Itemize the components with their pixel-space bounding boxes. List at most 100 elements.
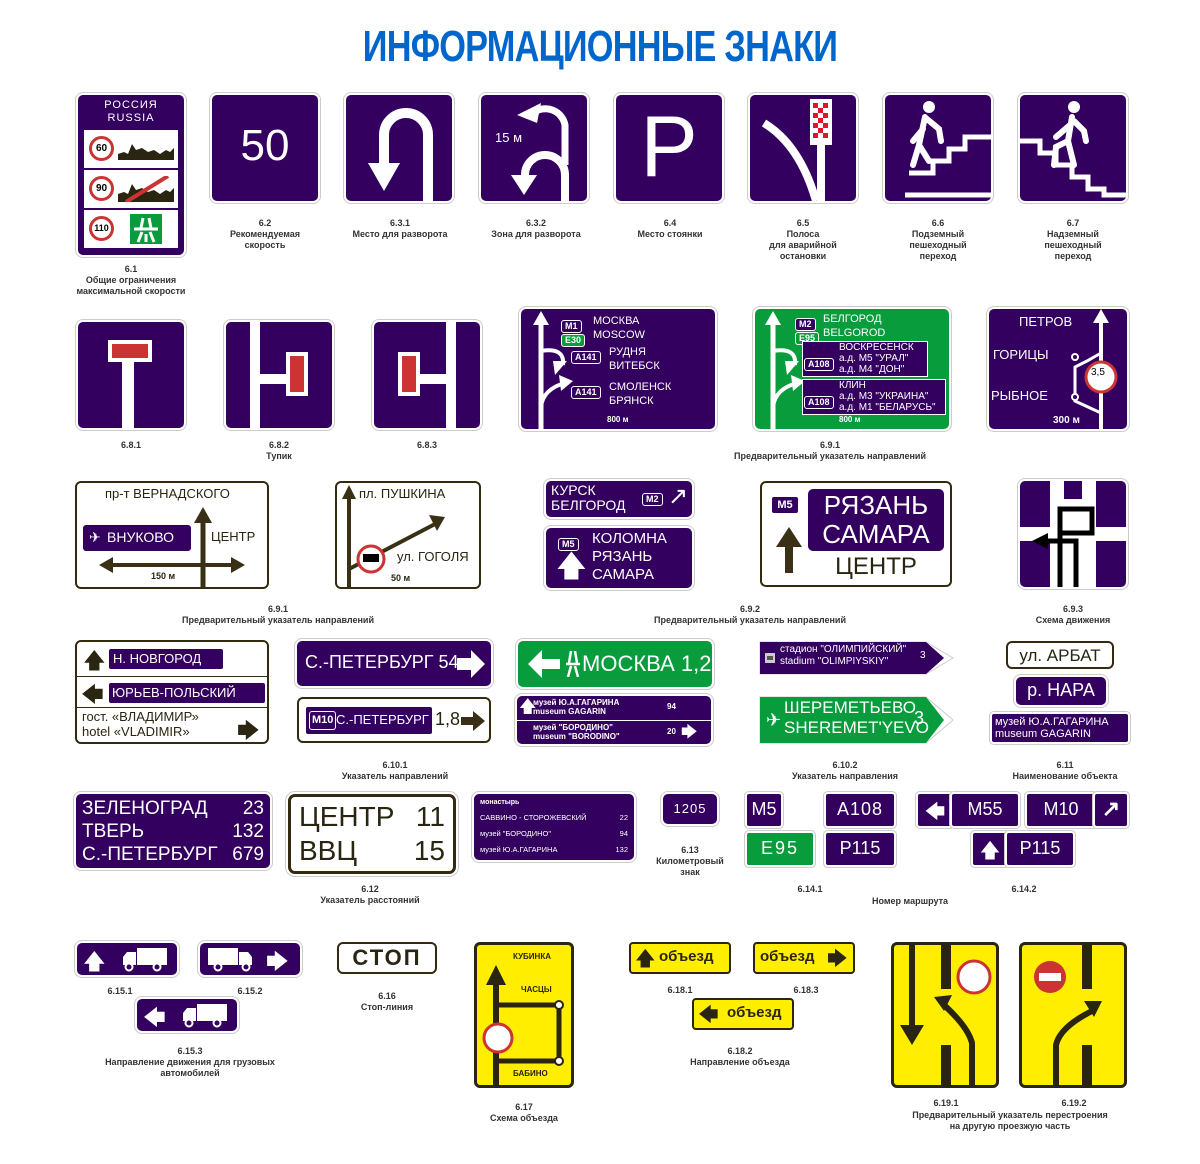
sign-code: 6.10.1 xyxy=(382,760,408,770)
destination-text: МОСКВА xyxy=(593,315,640,327)
detour-scheme-icon xyxy=(482,965,564,1085)
sign-6-3-1 xyxy=(346,95,452,201)
city-silhouette-icon xyxy=(118,144,174,160)
sign-6-19-1 xyxy=(891,942,999,1088)
sign-caption: Тупик xyxy=(266,451,292,461)
route-number: A108 xyxy=(836,799,884,819)
route-plate: M10 xyxy=(309,711,337,730)
sign-caption: Предварительный указатель направлений xyxy=(733,451,926,461)
sign-caption: Схема объезда xyxy=(490,1113,558,1123)
object-name: музей Ю.А.ГАГАРИНА xyxy=(995,716,1109,728)
sign-6-1: РОССИЯ RUSSIA 60 90 110 xyxy=(78,95,184,255)
sign-6-10-2-d: ✈ xyxy=(759,696,954,744)
destination-text: САМАРА xyxy=(822,519,930,549)
arrow-left-icon xyxy=(528,650,560,678)
arrow-right-icon: 🡆 xyxy=(681,724,698,741)
distance-text: 150 м xyxy=(151,571,176,581)
caption-6-19-1: 6.19.1 xyxy=(933,1098,959,1108)
destination-text: КЛИН xyxy=(839,380,866,391)
sign-caption: Схема движения xyxy=(1035,615,1111,625)
caption-6-14-2: 6.14.2 xyxy=(1011,884,1037,894)
distance-text: 50 м xyxy=(391,573,411,583)
arrow-right-icon: 🡆 xyxy=(827,948,848,970)
sign-code: 6.10.2 xyxy=(832,760,858,770)
route-plate-m10: M10 xyxy=(1027,794,1095,826)
destination-text: ВНУКОВО xyxy=(107,529,174,545)
sign-caption: Зона для разворота xyxy=(491,229,581,239)
arrow-up-icon: 🡅 xyxy=(556,550,587,583)
place-text: КУБИНКА xyxy=(513,952,551,961)
distance-text: 22 xyxy=(619,813,628,822)
object-name: р. НАРА xyxy=(1027,680,1095,700)
sign-caption: Общие ограничения максимальной скорости xyxy=(76,275,186,296)
speed-limit-icon: 60 xyxy=(89,136,114,161)
caption-6-15-2: 6.15.2 xyxy=(237,986,263,996)
sign-caption: Надземный пешеходный переход xyxy=(1044,229,1102,261)
sign-6-6 xyxy=(885,95,991,201)
route-plate: M2 xyxy=(795,318,816,331)
caption-6-14-1: 6.14.1 xyxy=(797,884,823,894)
destination-text: САВВИНО - СТОРОЖЕВСКИЙ xyxy=(480,813,587,822)
caption-6-18-1: 6.18.1 xyxy=(667,985,693,995)
destination-text: САМАРА xyxy=(592,566,655,583)
distance-text: 23 xyxy=(242,798,264,819)
destination-text: С.-ПЕТЕРБУРГ 54 xyxy=(305,652,459,672)
distance-text: 3 xyxy=(914,708,925,728)
dead-end-left-icon xyxy=(398,322,456,428)
arrow-up-icon xyxy=(776,527,802,573)
sign-6-13: 1205 xyxy=(663,794,717,824)
sign-code: 6.3.1 xyxy=(389,218,411,228)
destination-text: Н. НОВГОРОД xyxy=(113,651,202,666)
sign-6-15-3: 🡄 xyxy=(137,999,237,1031)
svg-text:✈: ✈ xyxy=(766,710,781,730)
truck-icon xyxy=(123,948,167,972)
distance-text: 94 xyxy=(619,829,628,838)
destination-text: МОСКВА 1,2 xyxy=(582,651,712,676)
destination-text: ЦЕНТР xyxy=(299,801,395,832)
destination-text: ЦЕНТР xyxy=(835,553,917,580)
sign-code: 6.17 xyxy=(515,1102,533,1112)
destination-text: BELGOROD xyxy=(823,327,886,339)
sign-caption: Указатель расстояний xyxy=(320,895,420,905)
arrow-left-icon: 🡄 xyxy=(143,1005,166,1030)
truck-icon xyxy=(183,1004,227,1028)
destination-text: ШЕРЕМЕТЬЕВО xyxy=(784,698,916,717)
route-plate: M5 xyxy=(772,497,798,513)
detour-text: объезд xyxy=(727,1004,782,1021)
hotel-text-en: hotel «VLADIMIR» xyxy=(82,724,190,739)
arrow-up-right-icon: ↗ xyxy=(668,483,689,510)
museum-text-en: museum GAGARIN xyxy=(533,707,606,716)
destination-text: а.д. М3 "УКРАИНА" xyxy=(839,391,929,402)
route-plate: A108 xyxy=(804,358,834,371)
destination-text: РУДНЯ xyxy=(609,346,646,358)
museum-text-en: museum "BORODINO" xyxy=(533,732,620,741)
sign-caption: Полоса для аварийной остановки xyxy=(769,229,837,261)
distance-text: 679 xyxy=(232,844,264,865)
sign-code: 6.1 xyxy=(124,264,138,274)
destination-text: а.д. М5 "УРАЛ" xyxy=(839,353,909,364)
place-text: БАБИНО xyxy=(513,1069,548,1078)
route-plate: M1 xyxy=(561,320,582,333)
underground-crossing-icon xyxy=(905,101,991,198)
direction-arrows-icon xyxy=(99,507,245,587)
distance-text: 800 м xyxy=(607,415,629,424)
sign-code: 6.16 xyxy=(378,991,396,1001)
arrow-left-icon: 🡄 xyxy=(924,801,946,823)
arrow-right-icon: 🡆 xyxy=(237,718,260,743)
route-plate-p115: P115 xyxy=(826,833,894,865)
caption-6-8-3: 6.8.3 xyxy=(416,440,438,450)
sign-6-12-a: ЗЕЛЕНОГРАД 23 ТВЕРЬ 132 С.-ПЕТЕРБУРГ 679 xyxy=(76,794,270,868)
lane-change-right-icon xyxy=(1034,945,1102,1085)
sign-6-10-1-a: 🡅 Н. НОВГОРОД 🡄 ЮРЬЕВ-ПОЛЬСКИЙ гост. «ВЛ… xyxy=(75,640,269,744)
destination-plate: Н. НОВГОРОД xyxy=(109,649,223,669)
